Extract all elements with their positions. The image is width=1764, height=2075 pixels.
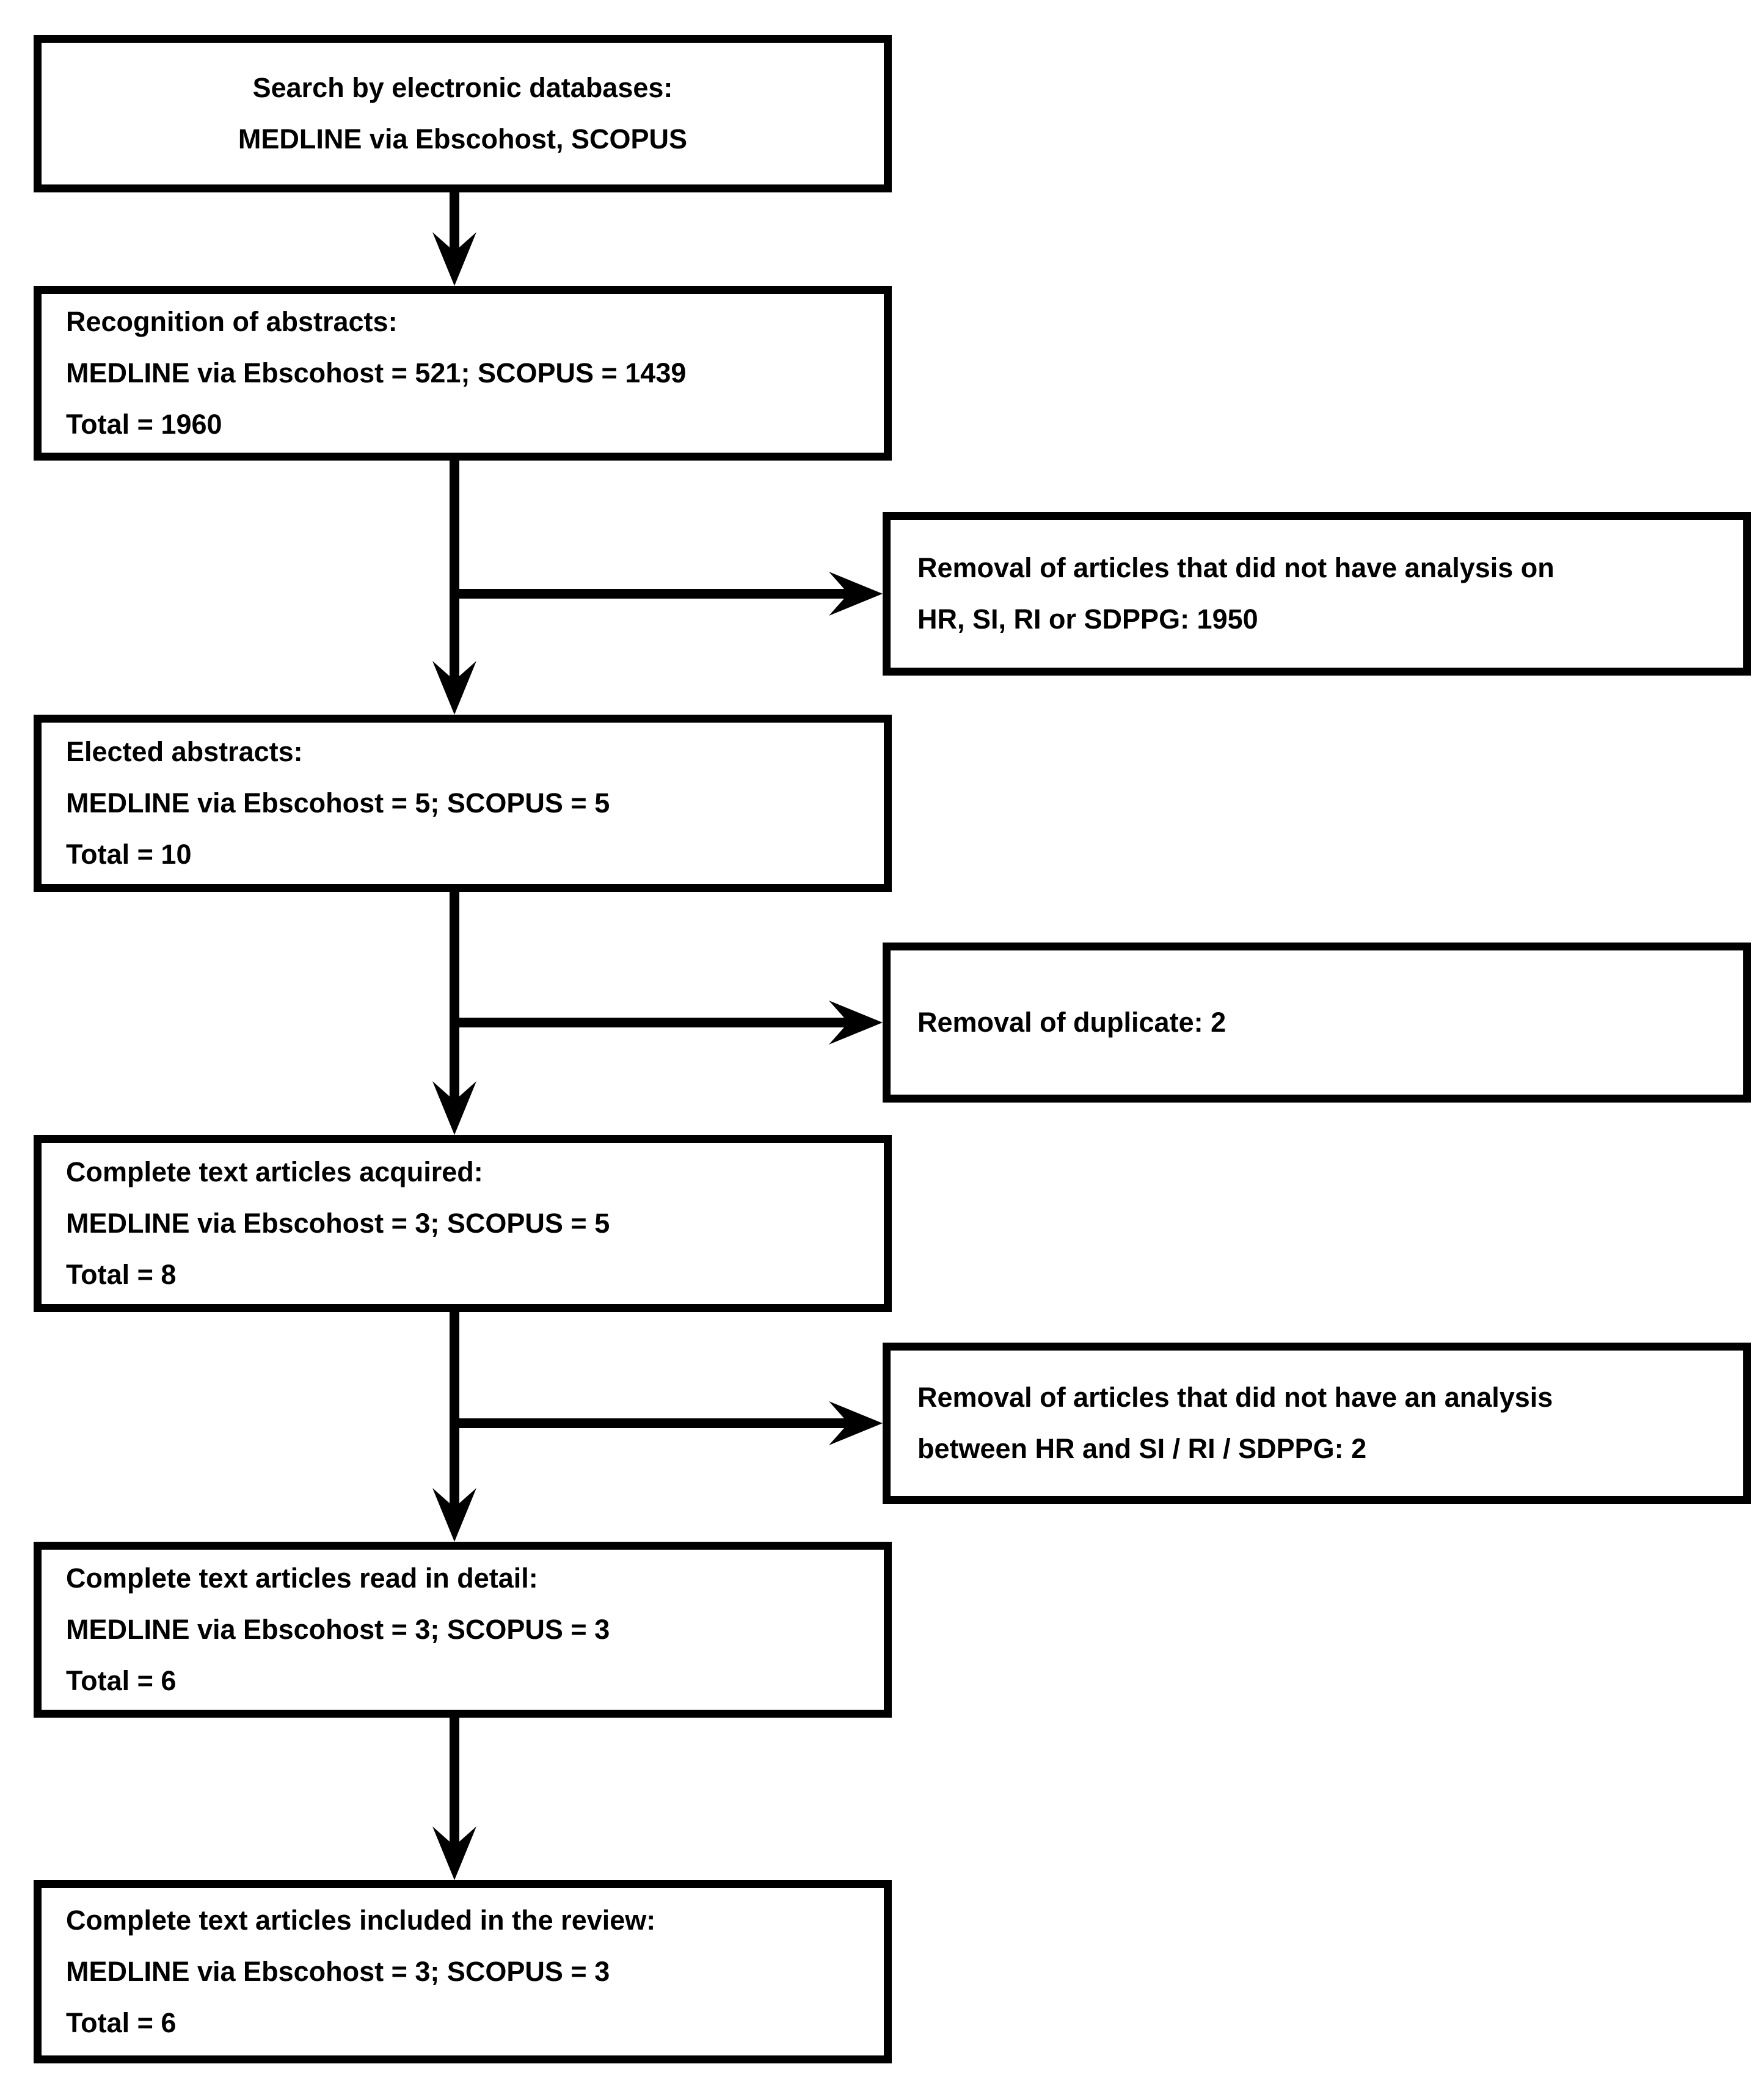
arrow-branch-to-exclusion-duplicate bbox=[450, 1001, 883, 1045]
box-text-line: Removal of articles that did not have an… bbox=[917, 552, 1554, 583]
arrow-acquired-to-read bbox=[432, 1312, 476, 1542]
box-text-line: Total = 6 bbox=[66, 1665, 177, 1696]
arrow-search-to-recognition bbox=[432, 192, 476, 286]
flow-box-complete-text-included-in-review: Complete text articles included in the r… bbox=[34, 1880, 892, 2063]
box-text-line: MEDLINE via Ebscohost = 3; SCOPUS = 5 bbox=[66, 1208, 610, 1239]
box-text-line: Search by electronic databases: bbox=[252, 72, 673, 103]
flow-box-removal-no-hr-si-analysis: Removal of articles that did not have an… bbox=[883, 1343, 1751, 1504]
box-text-line: Elected abstracts: bbox=[66, 736, 303, 767]
box-text-line: Complete text articles acquired: bbox=[66, 1156, 483, 1187]
box-text-line: MEDLINE via Ebscohost = 5; SCOPUS = 5 bbox=[66, 787, 610, 819]
arrow-branch-to-exclusion-no-hr-analysis bbox=[450, 1401, 883, 1445]
box-text-line: between HR and SI / RI / SDPPG: 2 bbox=[917, 1433, 1367, 1464]
box-text-line: Total = 10 bbox=[66, 839, 192, 870]
arrow-read-to-included bbox=[432, 1718, 476, 1880]
box-text-line: Total = 1960 bbox=[66, 409, 222, 440]
arrow-branch-to-exclusion-no-analysis bbox=[450, 572, 883, 616]
arrow-recognition-to-elected bbox=[432, 461, 476, 715]
flow-box-complete-text-acquired: Complete text articles acquired: MEDLINE… bbox=[34, 1135, 892, 1312]
box-text-line: MEDLINE via Ebscohost = 3; SCOPUS = 3 bbox=[66, 1614, 610, 1645]
flow-box-elected-abstracts: Elected abstracts: MEDLINE via Ebscohost… bbox=[34, 715, 892, 892]
flow-box-removal-no-analysis: Removal of articles that did not have an… bbox=[883, 512, 1751, 676]
box-text-line: Total = 6 bbox=[66, 2007, 177, 2038]
flow-box-complete-text-read-in-detail: Complete text articles read in detail: M… bbox=[34, 1542, 892, 1718]
box-text-line: HR, SI, RI or SDPPG: 1950 bbox=[917, 604, 1258, 635]
box-text-line: Removal of duplicate: 2 bbox=[917, 1007, 1226, 1038]
box-text-line: MEDLINE via Ebscohost = 3; SCOPUS = 3 bbox=[66, 1956, 610, 1987]
box-text-line: Total = 8 bbox=[66, 1259, 177, 1290]
flow-box-removal-of-duplicate: Removal of duplicate: 2 bbox=[883, 943, 1751, 1103]
box-text-line: Removal of articles that did not have an… bbox=[917, 1382, 1553, 1413]
arrow-elected-to-acquired bbox=[432, 892, 476, 1135]
box-text-line: Complete text articles included in the r… bbox=[66, 1905, 656, 1936]
box-text-line: Complete text articles read in detail: bbox=[66, 1563, 538, 1594]
box-text-line: MEDLINE via Ebscohost, SCOPUS bbox=[238, 123, 688, 155]
box-text-line: Recognition of abstracts: bbox=[66, 306, 398, 337]
flow-box-search-databases: Search by electronic databases: MEDLINE … bbox=[34, 35, 892, 192]
flow-box-recognition-of-abstracts: Recognition of abstracts: MEDLINE via Eb… bbox=[34, 286, 892, 461]
box-text-line: MEDLINE via Ebscohost = 521; SCOPUS = 14… bbox=[66, 357, 687, 388]
